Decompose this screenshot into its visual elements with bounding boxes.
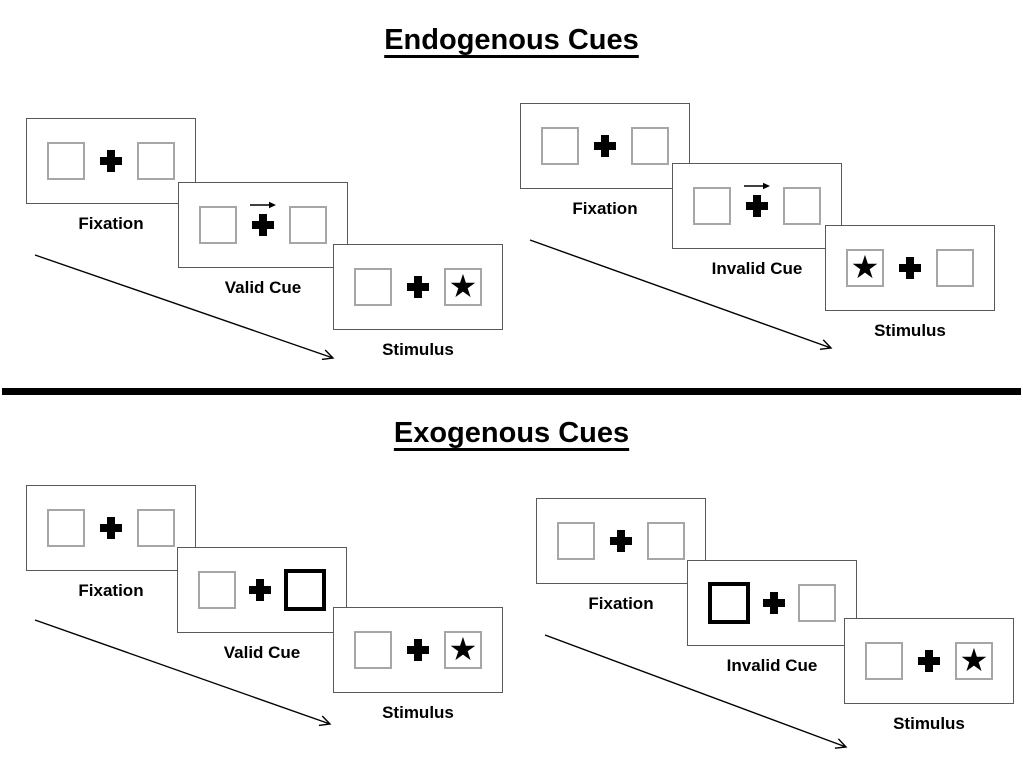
time-arrow (544, 634, 848, 749)
panel-fixation (26, 485, 196, 571)
panel-stimulus: ★ (844, 618, 1014, 704)
panel-valid-cue (178, 182, 348, 268)
panel-label-invalid-cue: Invalid Cue (726, 656, 818, 675)
left-box (557, 522, 595, 560)
panel-fixation (520, 103, 690, 189)
fixation-cross-wrap (610, 530, 632, 552)
right-box: ★ (444, 631, 482, 669)
panel-valid-cue (177, 547, 347, 633)
right-box (137, 142, 175, 180)
time-arrow (34, 619, 332, 727)
panel-label-invalid-cue: Invalid Cue (711, 259, 803, 278)
star-stimulus: ★ (959, 641, 989, 679)
time-arrow (529, 239, 833, 351)
right-box (631, 127, 669, 165)
panel-label-stimulus: Stimulus (382, 703, 454, 722)
fixation-cross-icon (407, 276, 429, 298)
fixation-cross-icon (899, 257, 921, 279)
panel-label-fixation: Fixation (588, 594, 654, 613)
panel-label-fixation: Fixation (572, 199, 638, 218)
panel-fixation (536, 498, 706, 584)
fixation-cross-wrap (407, 276, 429, 298)
fixation-cross-wrap (250, 201, 276, 236)
panel-label-fixation: Fixation (78, 581, 144, 600)
fixation-cross-icon (407, 639, 429, 661)
left-box (693, 187, 731, 225)
fixation-cross-icon (594, 135, 616, 157)
right-box (936, 249, 974, 287)
right-box (783, 187, 821, 225)
fixation-cross-wrap (899, 257, 921, 279)
right-box (798, 584, 836, 622)
panel-label-stimulus: Stimulus (893, 714, 965, 733)
left-box (199, 206, 237, 244)
left-box (541, 127, 579, 165)
left-box (354, 631, 392, 669)
section-title-endogenous: Endogenous Cues (384, 24, 639, 56)
fixation-cross-wrap (100, 517, 122, 539)
fixation-cross-wrap (249, 579, 271, 601)
fixation-cross-icon (918, 650, 940, 672)
star-stimulus: ★ (448, 630, 478, 668)
panel-label-valid-cue: Valid Cue (224, 278, 302, 297)
fixation-cross-icon (100, 517, 122, 539)
right-box: ★ (444, 268, 482, 306)
panel-invalid-cue (672, 163, 842, 249)
left-box: ★ (846, 249, 884, 287)
right-box (289, 206, 327, 244)
panel-stimulus: ★ (825, 225, 995, 311)
right-box (137, 509, 175, 547)
fixation-cross-icon (249, 579, 271, 601)
fixation-cross-icon (610, 530, 632, 552)
time-arrow (34, 254, 335, 361)
fixation-cross-icon (252, 214, 274, 236)
right-box (647, 522, 685, 560)
left-box-cue-highlight (708, 582, 750, 624)
panel-stimulus: ★ (333, 244, 503, 330)
section-divider (2, 388, 1021, 395)
fixation-cross-icon (763, 592, 785, 614)
star-stimulus: ★ (850, 248, 880, 286)
right-box: ★ (955, 642, 993, 680)
left-box (198, 571, 236, 609)
fixation-cross-icon (746, 195, 768, 217)
fixation-cross-wrap (763, 592, 785, 614)
fixation-cross-wrap (407, 639, 429, 661)
cue-arrow-icon (744, 182, 770, 190)
right-box-cue-highlight (284, 569, 326, 611)
left-box (47, 509, 85, 547)
fixation-cross-wrap (594, 135, 616, 157)
left-box (354, 268, 392, 306)
cue-arrow-icon (250, 201, 276, 209)
panel-label-stimulus: Stimulus (382, 340, 454, 359)
left-box (47, 142, 85, 180)
fixation-cross-icon (100, 150, 122, 172)
fixation-cross-wrap (918, 650, 940, 672)
panel-stimulus: ★ (333, 607, 503, 693)
fixation-cross-wrap (100, 150, 122, 172)
fixation-cross-wrap (744, 182, 770, 217)
star-stimulus: ★ (448, 267, 478, 305)
section-title-exogenous: Exogenous Cues (393, 417, 630, 449)
left-box (865, 642, 903, 680)
panel-label-stimulus: Stimulus (874, 321, 946, 340)
panel-fixation (26, 118, 196, 204)
panel-label-fixation: Fixation (78, 214, 144, 233)
panel-invalid-cue (687, 560, 857, 646)
panel-label-valid-cue: Valid Cue (223, 643, 301, 662)
